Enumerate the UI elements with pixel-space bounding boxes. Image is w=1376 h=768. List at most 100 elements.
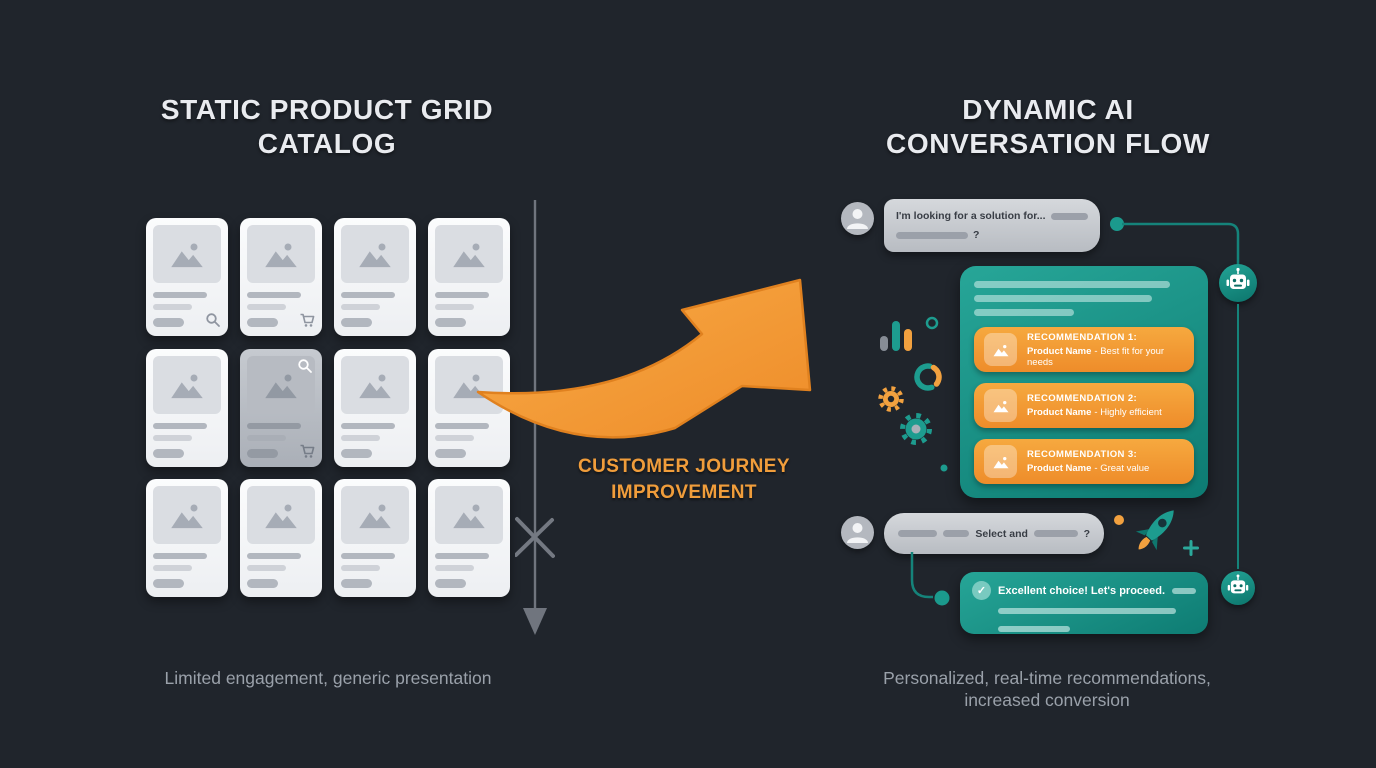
- user-message-1: I'm looking for a solution for... ?: [884, 199, 1100, 252]
- arrow-down-icon: [523, 608, 547, 635]
- text-line: [341, 292, 396, 298]
- text-line: [153, 422, 208, 429]
- bot-text-line: [974, 309, 1074, 316]
- recommendation-item: RECOMMENDATION 1: Product Name- Best fit…: [974, 327, 1194, 372]
- cart-icon: [300, 444, 315, 458]
- text-line: [435, 304, 475, 310]
- price-pill: [435, 318, 467, 327]
- person-icon: [847, 209, 868, 229]
- product-grid: [146, 218, 510, 597]
- recommendation-title: RECOMMENDATION 3:: [1027, 449, 1138, 460]
- product-thumbnail: [984, 333, 1017, 366]
- redacted-text: [942, 530, 970, 537]
- text-line: [341, 553, 396, 559]
- connector-node: [934, 590, 950, 606]
- bot-text-line: [974, 281, 1170, 288]
- ai-message: ✓ Excellent choice! Let's proceed.: [960, 572, 1208, 634]
- price-pill: [247, 318, 279, 327]
- product-card: [334, 348, 416, 467]
- text-line: [435, 565, 475, 571]
- text-line: [153, 553, 208, 559]
- user-message-2: Select and ?: [884, 513, 1104, 554]
- bot-text-line: [998, 608, 1176, 614]
- text-line: [153, 292, 208, 298]
- photo-icon: [265, 243, 297, 268]
- image-placeholder: [153, 486, 221, 544]
- right-caption: Personalized, real-time recommendations,…: [883, 668, 1211, 710]
- user-avatar: [841, 516, 874, 549]
- price-pill: [247, 448, 279, 458]
- text-line: [247, 422, 302, 429]
- price-pill: [341, 318, 373, 327]
- image-placeholder: [435, 486, 503, 544]
- image-placeholder: [153, 225, 221, 283]
- text-line: [153, 434, 193, 441]
- product-card: [428, 218, 510, 336]
- product-name: Product Name: [1027, 345, 1092, 357]
- person-icon: [847, 523, 868, 543]
- recommendation-title: RECOMMENDATION 1:: [1027, 331, 1138, 343]
- right-section-title: DYNAMIC AI CONVERSATION FLOW: [886, 94, 1210, 160]
- text-line: [247, 304, 287, 310]
- image-placeholder: [247, 225, 315, 283]
- price-pill: [153, 448, 185, 458]
- redacted-text: [1033, 530, 1078, 537]
- price-pill: [341, 448, 373, 458]
- recommendation-title: RECOMMENDATION 2:: [1027, 393, 1138, 404]
- text-line: [247, 565, 287, 571]
- check-icon: ✓: [972, 581, 991, 600]
- text-line: [435, 434, 475, 441]
- redacted-text: [1050, 212, 1088, 220]
- robot-icon: [1227, 574, 1249, 594]
- product-thumbnail: [984, 445, 1017, 478]
- text-line: [341, 422, 396, 429]
- product-card: [146, 218, 228, 336]
- donut-chart-icon: [914, 363, 942, 391]
- search-icon: [298, 358, 312, 373]
- bot-text-line: [998, 626, 1070, 632]
- bot-text-line: [974, 295, 1152, 302]
- photo-icon: [993, 400, 1008, 412]
- price-pill: [341, 579, 373, 588]
- photo-icon: [453, 374, 485, 398]
- recommendation-item: RECOMMENDATION 2: Product Name- Highly e…: [974, 383, 1194, 428]
- text-line: [341, 304, 381, 310]
- left-caption: Limited engagement, generic presentation: [164, 668, 492, 688]
- photo-icon: [171, 504, 203, 529]
- photo-icon: [265, 374, 297, 398]
- text-line: [435, 292, 490, 298]
- product-card: [146, 479, 228, 597]
- price-pill: [435, 579, 467, 588]
- robot-icon: [1226, 267, 1250, 289]
- connector-line: [1236, 304, 1239, 569]
- image-placeholder: [435, 355, 503, 414]
- photo-icon: [265, 504, 297, 529]
- connector-line: [1122, 222, 1240, 266]
- product-name: Product Name: [1027, 463, 1092, 474]
- price-pill: [435, 448, 467, 458]
- message-text: Select and: [975, 527, 1028, 540]
- dot-icon: [1114, 515, 1124, 525]
- text-line: [247, 292, 302, 298]
- text-line: [153, 565, 193, 571]
- analytics-icons: [878, 316, 948, 472]
- image-placeholder: [435, 225, 503, 283]
- ai-message-text: Excellent choice! Let's proceed.: [998, 584, 1166, 597]
- photo-icon: [171, 374, 203, 398]
- text-line: [247, 434, 287, 441]
- image-placeholder: [247, 355, 315, 414]
- redacted-text: [896, 231, 968, 239]
- product-card: [428, 348, 510, 467]
- connector-node: [1110, 217, 1124, 231]
- journey-improvement-label: CUSTOMER JOURNEY IMPROVEMENT: [578, 456, 790, 503]
- gear-icon: [900, 413, 932, 445]
- photo-icon: [453, 243, 485, 268]
- product-card: [146, 348, 228, 467]
- photo-icon: [453, 504, 485, 529]
- product-card: [428, 479, 510, 597]
- text-line: [435, 422, 490, 429]
- image-placeholder: [247, 486, 315, 544]
- product-card-highlighted: [240, 348, 322, 467]
- product-desc: - Great value: [1094, 463, 1150, 474]
